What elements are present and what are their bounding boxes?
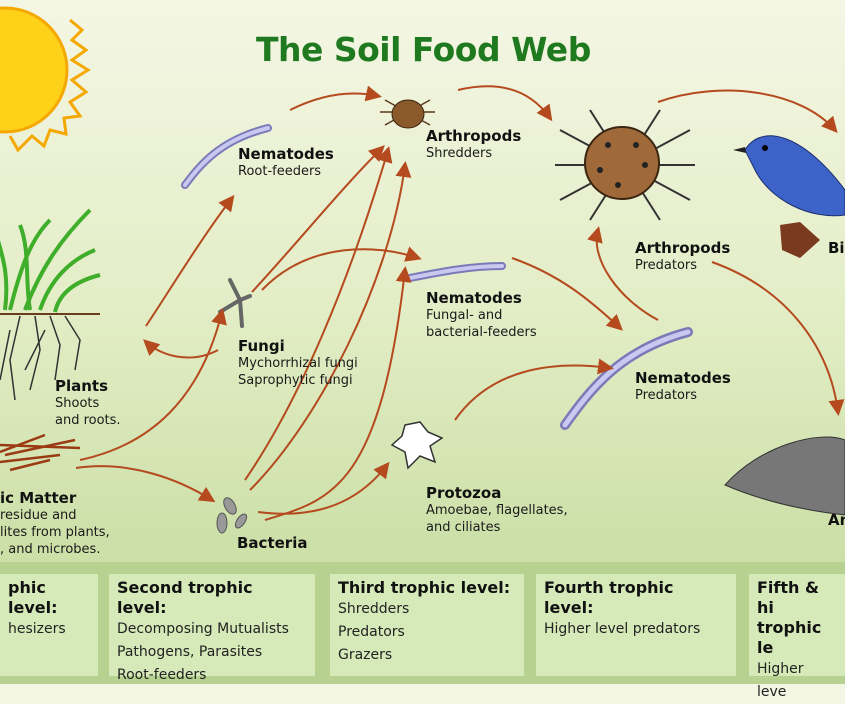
animal-mole-icon [724, 436, 845, 516]
bacteria-icon [216, 497, 248, 534]
trophic-level-4: Fourth trophic level:Higher level predat… [536, 574, 736, 676]
node-birds: Bi [828, 239, 845, 257]
trophic-level-2: Second trophic level:Decomposing Mutuali… [109, 574, 315, 683]
plant-roots-icon [0, 315, 81, 401]
protozoa-icon [390, 421, 444, 470]
energy-flow-arrows [75, 85, 845, 521]
arthropod-predator-icon [555, 109, 695, 221]
node-animals: An [828, 511, 845, 529]
diagram-title: The Soil Food Web [256, 30, 591, 69]
node-bacteria: Bacteria [237, 534, 308, 552]
arthropod-shredder-icon [380, 99, 435, 129]
food-web-graphics [0, 6, 845, 534]
trophic-levels-strip: phic level:hesizers Second trophic level… [0, 562, 845, 700]
sun-icon [0, 6, 91, 153]
plant-shoots-icon [0, 208, 101, 313]
trophic-level-1: phic level:hesizers [0, 574, 98, 676]
bird-icon [733, 135, 845, 258]
organic-matter-icon [0, 433, 81, 472]
fungi-icon [218, 278, 252, 328]
